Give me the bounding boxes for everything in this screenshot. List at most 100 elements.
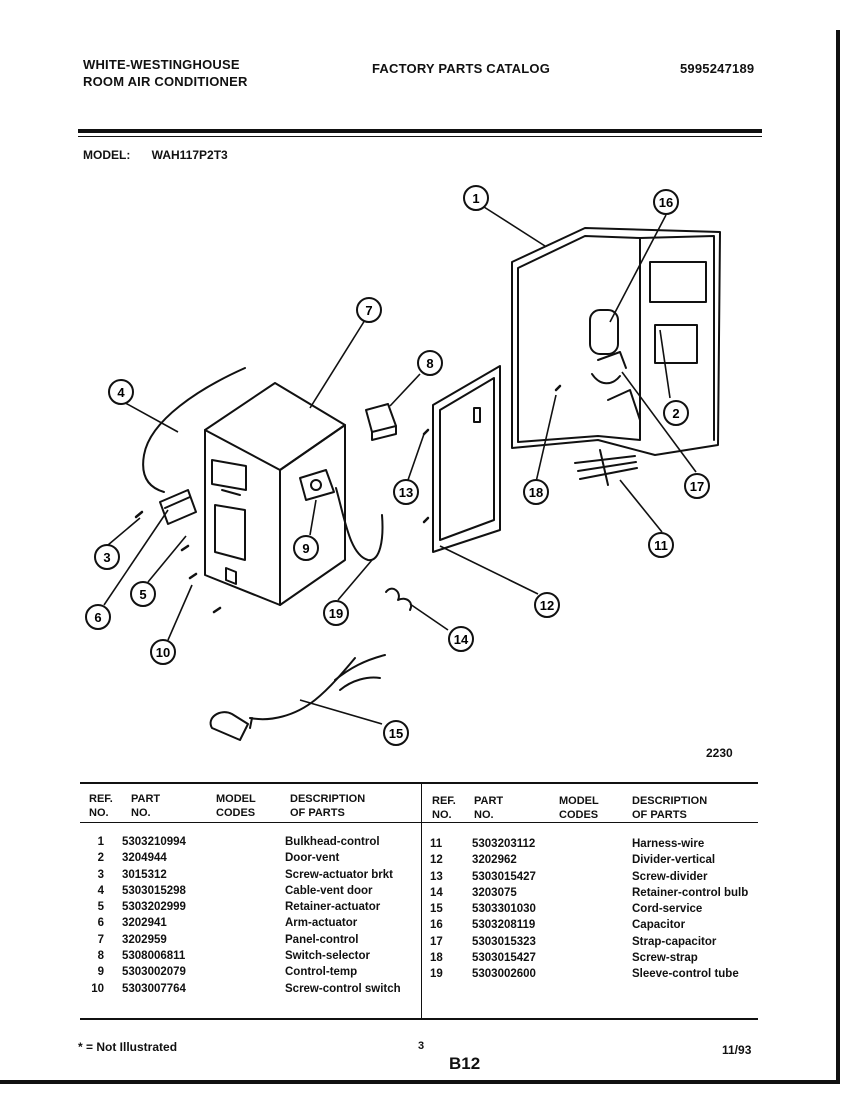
header-ref-no-left: REF.NO.: [89, 793, 113, 819]
callout-14: 14: [448, 626, 474, 652]
brand-name: WHITE-WESTINGHOUSE: [83, 57, 240, 72]
part-divider-vertical: [432, 365, 501, 553]
part-retainer-control-bulb: [385, 587, 412, 611]
model-line: MODEL: WAH117P2T3: [83, 148, 228, 162]
callout-7: 7: [356, 297, 382, 323]
svg-text:5: 5: [139, 587, 146, 602]
callout-11: 11: [648, 532, 674, 558]
callout-6: 6: [85, 604, 111, 630]
svg-text:10: 10: [156, 645, 170, 660]
callout-16: 16: [653, 189, 679, 215]
part-panel-control: [204, 382, 346, 606]
table-column-separator: [421, 784, 422, 1018]
svg-text:8: 8: [426, 356, 433, 371]
callout-4: 4: [108, 379, 134, 405]
callout-10: 10: [150, 639, 176, 665]
svg-text:18: 18: [529, 485, 543, 500]
section-code: B12: [449, 1054, 481, 1073]
part-cord-service: [209, 654, 386, 741]
header-ref-no-right: REF.NO.: [432, 795, 456, 821]
svg-text:1: 1: [472, 191, 479, 206]
part-sleeve-control-tube: [335, 487, 384, 562]
callout-5: 5: [130, 581, 156, 607]
part-switch-selector: [365, 403, 397, 441]
part-capacitor: [589, 309, 627, 385]
svg-text:7: 7: [365, 303, 372, 318]
table-rule-top: [80, 782, 758, 784]
screws: [134, 384, 562, 614]
callouts: 1 2 3 4 5 6 7 8 9 10 11 12 13 14 15 16 1…: [85, 185, 710, 746]
svg-text:6: 6: [94, 610, 101, 625]
svg-text:4: 4: [117, 385, 125, 400]
svg-text:17: 17: [690, 479, 704, 494]
svg-text:12: 12: [540, 598, 554, 613]
svg-text:11: 11: [654, 538, 668, 553]
figure-number: 2230: [706, 746, 733, 760]
svg-text:15: 15: [389, 726, 403, 741]
callout-2: 2: [663, 400, 689, 426]
svg-text:14: 14: [454, 632, 469, 647]
catalog-number: 5995247189: [680, 61, 755, 76]
product-type: ROOM AIR CONDITIONER: [83, 74, 248, 89]
callout-18: 18: [523, 479, 549, 505]
catalog-title: FACTORY PARTS CATALOG: [372, 61, 551, 76]
not-illustrated-note: * = Not Illustrated: [78, 1040, 178, 1054]
callout-17: 17: [684, 473, 710, 499]
svg-text:9: 9: [302, 541, 309, 556]
callout-19: 19: [323, 600, 349, 626]
svg-text:3: 3: [103, 550, 110, 565]
callout-13: 13: [393, 479, 419, 505]
callout-9: 9: [293, 535, 319, 561]
header-rule-thick: [78, 129, 762, 133]
model-value: WAH117P2T3: [151, 148, 228, 162]
callout-1: 1: [463, 185, 489, 211]
page-border-bottom: [0, 1080, 840, 1084]
svg-text:13: 13: [399, 485, 413, 500]
part-harness-wire: [574, 449, 638, 486]
part-bulkhead-control: [511, 227, 721, 456]
callout-12: 12: [534, 592, 560, 618]
table-rule-header: [80, 822, 758, 823]
model-label: MODEL:: [83, 148, 131, 162]
part-arm-actuator: [159, 489, 197, 525]
svg-text:2: 2: [672, 406, 679, 421]
callout-15: 15: [383, 720, 409, 746]
svg-text:16: 16: [659, 195, 673, 210]
part-control-temp: [299, 469, 335, 501]
callout-3: 3: [94, 544, 120, 570]
exploded-parts-diagram: 1 2 3 4 5 6 7 8 9 10 11 12 13 14 15 16 1…: [85, 185, 721, 746]
page-number: 3: [418, 1040, 425, 1052]
table-rule-bottom: [80, 1018, 758, 1020]
svg-text:19: 19: [329, 606, 343, 621]
revision-date: 11/93: [722, 1043, 752, 1057]
leader-lines: [103, 206, 697, 725]
header-rule-thin: [78, 136, 762, 137]
part-cable-vent-door: [142, 367, 246, 493]
page-border-right: [836, 30, 840, 1080]
